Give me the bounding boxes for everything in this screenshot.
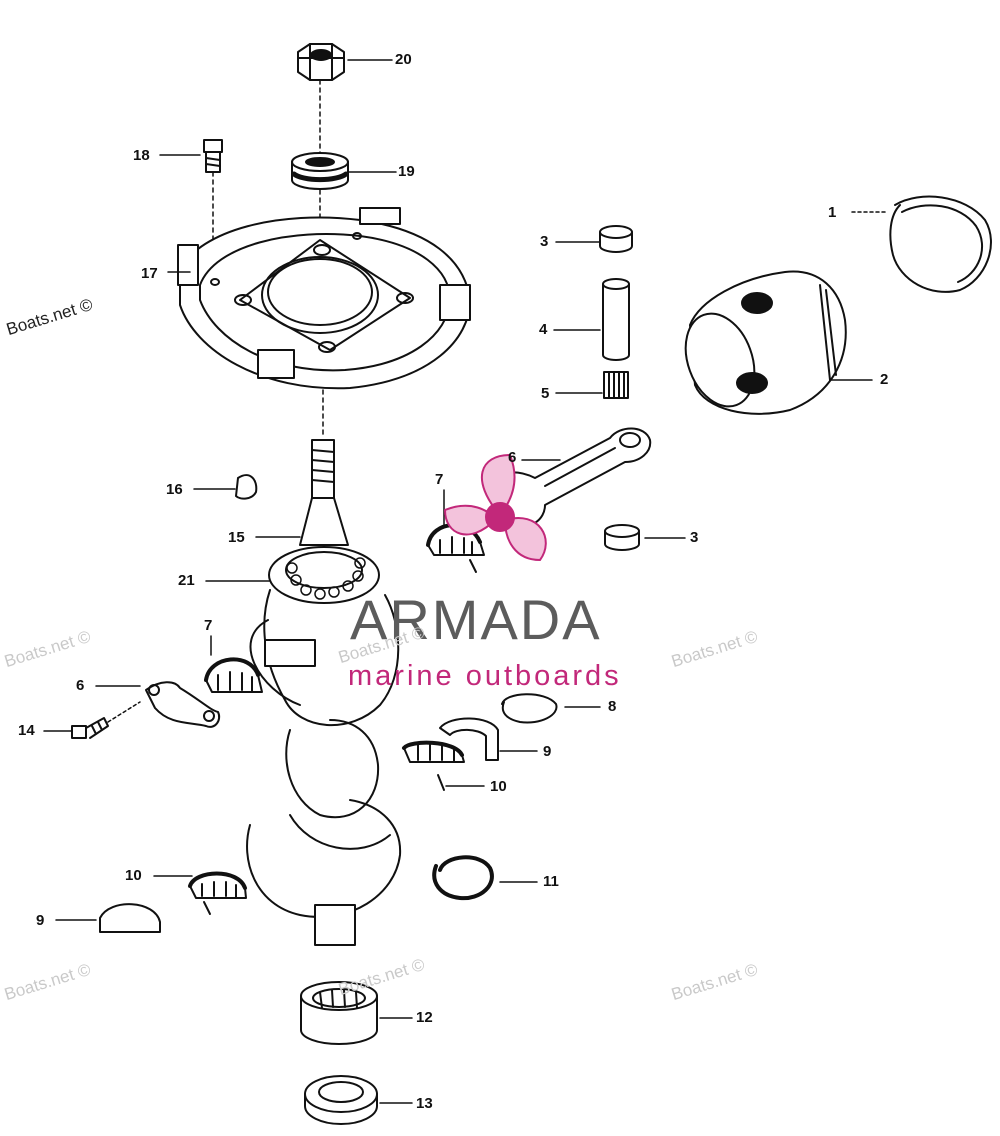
nut-part: [297, 43, 345, 81]
needle-bearing-part: [603, 371, 629, 399]
callout-3-top: 3: [540, 233, 549, 250]
callout-4: 4: [539, 321, 548, 338]
callout-20: 20: [395, 51, 412, 68]
ball-bearing-balls: [286, 557, 366, 600]
bushing-cap-bottom: [604, 524, 640, 551]
woodruff-key-part: [235, 474, 258, 500]
callout-15: 15: [228, 529, 245, 546]
callout-17: 17: [141, 265, 158, 282]
callout-18: 18: [133, 147, 150, 164]
rod-cap-part: [145, 681, 221, 728]
washer-part: [291, 152, 349, 190]
bolt-part: [203, 139, 223, 173]
callout-2: 2: [880, 371, 889, 388]
callout-14: 14: [18, 722, 35, 739]
callout-5: 5: [541, 385, 550, 402]
piston-ring-part: [889, 195, 992, 293]
callout-3-bottom: 3: [690, 529, 699, 546]
callout-7-lower: 7: [204, 617, 213, 634]
callout-6-cap: 6: [76, 677, 85, 694]
base-plate-part: [177, 207, 471, 390]
callout-19: 19: [398, 163, 415, 180]
bushing-cap-top: [599, 225, 633, 253]
bearing-race-right: [439, 717, 499, 761]
bearing-race-left: [99, 903, 161, 933]
piston-part: [684, 270, 847, 415]
callout-1: 1: [828, 204, 837, 221]
callout-21: 21: [178, 572, 195, 589]
seal-ring-part: [304, 1075, 378, 1125]
leader-lines: [43, 59, 889, 1104]
callout-7-upper: 7: [435, 471, 444, 488]
callout-6-rod: 6: [508, 449, 517, 466]
callout-9-left: 9: [36, 912, 45, 929]
roller-cage-right: [402, 740, 465, 791]
roller-bearing-part: [300, 981, 378, 1045]
snap-ring-part: [432, 855, 494, 901]
callout-16: 16: [166, 481, 183, 498]
callout-8: 8: [608, 698, 617, 715]
retaining-ring-part: [501, 693, 558, 724]
wrist-pin-part: [602, 278, 630, 361]
callout-10-left: 10: [125, 867, 142, 884]
screw-part: [71, 701, 141, 739]
callout-13: 13: [416, 1095, 433, 1112]
brand-tagline: marine outboards: [348, 660, 622, 692]
cage-bearing-lower: [204, 657, 263, 693]
callout-10-right: 10: [490, 778, 507, 795]
roller-cage-left: [188, 871, 247, 915]
callout-11: 11: [543, 873, 559, 890]
callout-9-right: 9: [543, 743, 552, 760]
armada-logo-mark: [443, 453, 547, 562]
callout-12: 12: [416, 1009, 433, 1026]
brand-name: ARMADA: [350, 588, 602, 651]
crankshaft-part: [246, 439, 402, 946]
